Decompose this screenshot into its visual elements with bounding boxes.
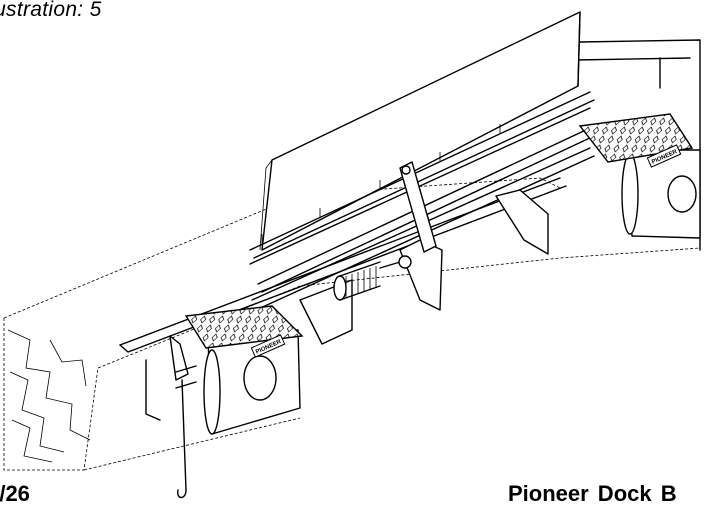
right-bumper: PIONEER [578, 113, 701, 239]
spring-assembly [333, 255, 412, 301]
lever-arm [399, 161, 437, 253]
footer-brand: Pioneer Dock B [508, 481, 677, 506]
figure-caption: Illustration: 5 [0, 0, 102, 21]
lip-plate [259, 11, 581, 251]
page-number: -/26 [0, 481, 30, 506]
pull-chain [169, 335, 197, 499]
left-bumper: PIONEER [184, 305, 304, 435]
